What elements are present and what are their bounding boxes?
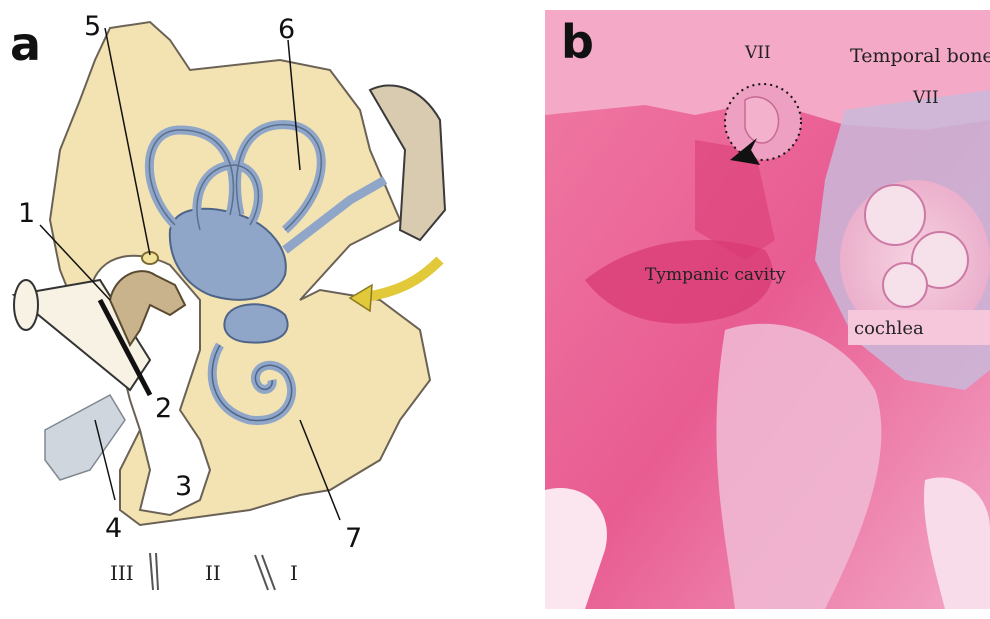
histology-svg: b VII Temporal bone VII Tympanic cavity … <box>545 10 990 609</box>
label-2: 2 <box>155 393 172 424</box>
label-vii-top: VII <box>744 43 771 63</box>
label-1: 1 <box>18 198 35 229</box>
mark-I: I <box>290 561 298 585</box>
panel-a-ear-diagram: a 1 2 3 4 5 6 7 III II I <box>0 0 520 609</box>
ear-canal-opening <box>14 280 38 330</box>
label-5: 5 <box>84 11 101 42</box>
label-3: 3 <box>175 471 192 502</box>
label-6: 6 <box>278 14 295 45</box>
panel-b-histology: b VII Temporal bone VII Tympanic cavity … <box>545 10 990 619</box>
ear-diagram-svg: a 1 2 3 4 5 6 7 III II I <box>0 0 520 609</box>
mark-III: III <box>110 561 134 585</box>
label-temporal-bone: Temporal bone <box>850 45 990 67</box>
saccule-sac <box>224 304 287 342</box>
mark-II: II <box>205 561 221 585</box>
label-tympanic-cavity: Tympanic cavity <box>645 265 786 285</box>
panel-letter-b: b <box>561 15 594 69</box>
label-4: 4 <box>105 513 122 544</box>
label-vii-right: VII <box>912 88 939 108</box>
label-cochlea: cochlea <box>854 318 924 339</box>
lower-gray-structure <box>45 395 125 480</box>
panel-letter-a: a <box>10 17 41 71</box>
label-7: 7 <box>345 523 362 554</box>
